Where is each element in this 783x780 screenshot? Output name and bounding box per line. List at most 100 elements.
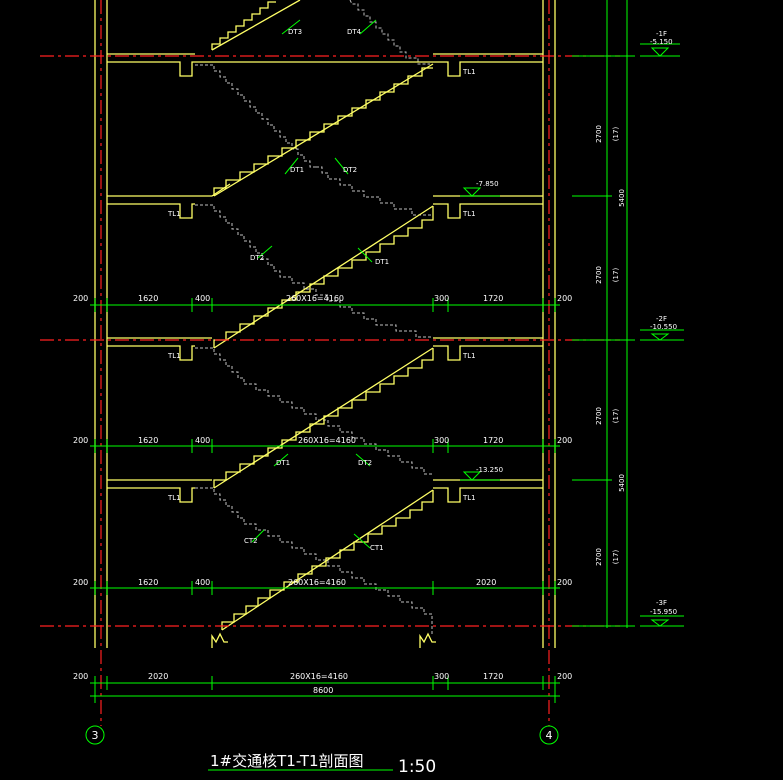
slab-left: [107, 487, 195, 503]
slab-left: [107, 345, 195, 361]
dim-left: 200: [73, 672, 88, 681]
hidden-flight: [316, 166, 432, 216]
drawing-title: 1#交通核T1-T1剖面图: [210, 752, 364, 770]
dim: 1620: [138, 294, 158, 303]
segment-steps: (17): [612, 409, 620, 424]
floor-tag: -2F: [656, 315, 667, 323]
axis-label-3: 3: [92, 729, 99, 742]
segment-steps: (17): [612, 550, 620, 565]
segment-height: 2700: [595, 407, 603, 425]
dim-right: 200: [557, 436, 572, 445]
hidden-flight: [195, 347, 432, 475]
dim: 260X16=4160: [290, 672, 348, 681]
beam-label: TL1: [462, 352, 476, 360]
flight-steps: [213, 348, 434, 488]
flight-label: DT3: [288, 28, 302, 36]
hidden-flight: [195, 487, 433, 636]
elevation: -13.250: [476, 466, 503, 474]
segment-height: 2700: [595, 266, 603, 284]
slab-left: [107, 61, 195, 77]
dim: 260X16=4160: [288, 578, 346, 587]
dim-left: 200: [73, 294, 88, 303]
axis-lines: [40, 0, 620, 726]
break-symbol-left: [211, 632, 228, 648]
dim: 1720: [483, 294, 503, 303]
segment-height: 2700: [595, 125, 603, 143]
flight-labels: DT3 DT4 DT1 DT2 DT2 DT1 DT1 DT2 CT2 CT1: [244, 28, 389, 552]
structure: [94, 0, 556, 648]
dim-right: 200: [557, 294, 572, 303]
flight-steps: [213, 206, 434, 348]
segment-steps: (17): [612, 268, 620, 283]
dim: 2020: [476, 578, 496, 587]
flight-label: DT2: [250, 254, 264, 262]
axis-bubble-3: [85, 725, 105, 745]
beam-labels: TL1 TL1 TL1 TL1 TL1 TL1 TL1: [167, 68, 476, 502]
segment-height: 2700: [595, 548, 603, 566]
dim-left: 200: [73, 578, 88, 587]
break-symbol-right: [419, 632, 436, 648]
dim: 1620: [138, 578, 158, 587]
dim: 1620: [138, 436, 158, 445]
elevation: -15.950: [650, 608, 677, 616]
total-height: 5400: [618, 474, 626, 492]
dimension-row-4: 200 2020 260X16=4160 300 1720 200: [73, 672, 572, 681]
slab-right: [433, 487, 543, 503]
slab-right: [433, 203, 543, 219]
axis-bubble-4: [539, 725, 559, 745]
flight-label: DT1: [276, 459, 290, 467]
flight-slope: [211, 0, 301, 51]
dim: 1720: [483, 436, 503, 445]
dim: 300: [434, 672, 449, 681]
beam-label: TL1: [462, 68, 476, 76]
floor-tag: -3F: [656, 599, 667, 607]
dimension-row-3: 200 1620 400 260X16=4160 2020 200: [73, 578, 572, 587]
total-height: 5400: [618, 189, 626, 207]
dim: 260X16=4160: [286, 294, 344, 303]
axis-label-4: 4: [546, 729, 553, 742]
flight-label: DT2: [343, 166, 357, 174]
flight-label: DT1: [375, 258, 389, 266]
slab-left: [107, 203, 195, 219]
dim: 400: [195, 578, 210, 587]
dim-right: 200: [557, 578, 572, 587]
elevation: -5.150: [650, 38, 673, 46]
dim: 300: [434, 294, 449, 303]
flight-label: DT1: [290, 166, 304, 174]
flight-label: CT1: [370, 544, 384, 552]
slab-right: [433, 345, 543, 361]
segment-steps: (17): [612, 127, 620, 142]
flight-steps: [221, 490, 434, 630]
flight-label: DT4: [347, 28, 362, 36]
flight-steps: [211, 1, 276, 50]
dim: 400: [195, 294, 210, 303]
dim: 260X16=4160: [298, 436, 356, 445]
elevation: -10.550: [650, 323, 677, 331]
beam-label: TL1: [167, 494, 181, 502]
slab-right: [433, 61, 543, 77]
flight-label: DT2: [358, 459, 372, 467]
dim: 2020: [148, 672, 168, 681]
beam-label: TL1: [167, 352, 181, 360]
flight-label: CT2: [244, 537, 258, 545]
drawing-scale: 1:50: [398, 757, 436, 777]
dim: 400: [195, 436, 210, 445]
hidden-flights: [195, 0, 433, 636]
dim: 300: [434, 436, 449, 445]
slab-left: [107, 183, 231, 197]
vertical-dimensions: 2700 (17) 2700 (17) 2700 (17) 2700 (17) …: [595, 125, 626, 566]
dim: 1720: [483, 672, 503, 681]
axis-bubbles: [85, 725, 559, 745]
flight-steps: [213, 67, 433, 196]
flight-slope: [221, 489, 434, 631]
dimension-row-2: 200 1620 400 260X16=4160 300 1720 200: [73, 436, 572, 445]
hidden-flight: [195, 204, 432, 338]
beam-label: TL1: [167, 210, 181, 218]
beam-label: TL1: [462, 210, 476, 218]
beam-label: TL1: [462, 494, 476, 502]
floor-tag: -1F: [656, 30, 667, 38]
dim-right: 200: [557, 672, 572, 681]
hidden-flight: [349, 0, 430, 65]
elevation: -7.850: [476, 180, 499, 188]
